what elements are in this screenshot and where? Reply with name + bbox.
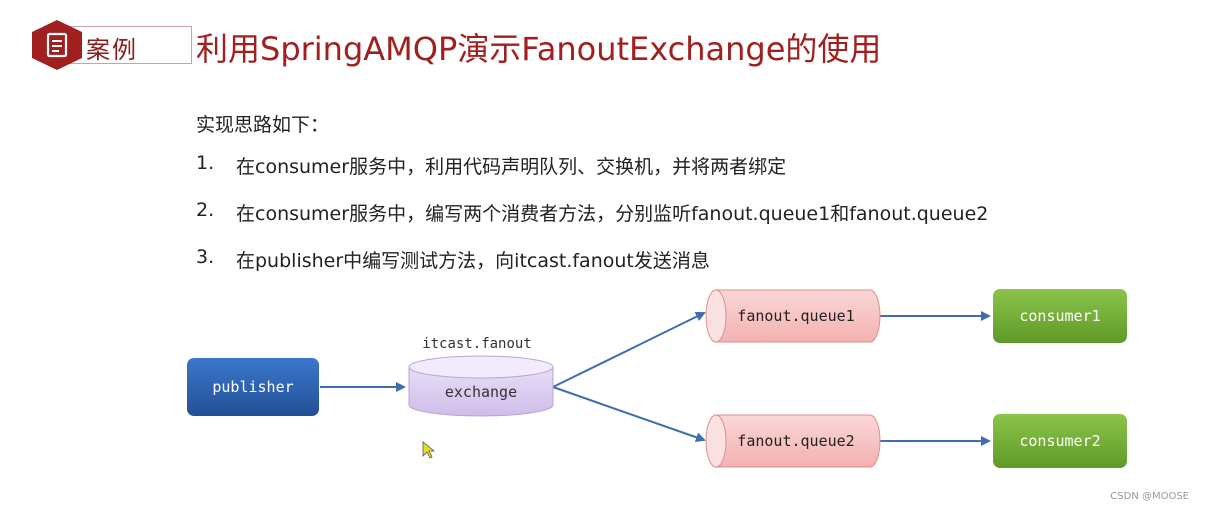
- step-number: 2.: [196, 199, 215, 221]
- page-title: 利用SpringAMQP演示FanoutExchange的使用: [196, 30, 882, 68]
- arrow-exchange-queue1: [552, 312, 706, 388]
- queue1-label: fanout.queue1: [737, 307, 854, 325]
- watermark: CSDN @MOOSE: [1110, 491, 1189, 502]
- step-text: 在consumer服务中，编写两个消费者方法，分别监听fanout.queue1…: [236, 203, 989, 225]
- exchange-label: exchange: [445, 383, 517, 401]
- step-number: 1.: [196, 152, 215, 174]
- intro-text: 实现思路如下：: [196, 114, 330, 136]
- badge-label: 案例: [86, 36, 138, 64]
- badge-frame: [62, 26, 192, 64]
- publisher-node: publisher: [187, 358, 319, 416]
- document-icon: [32, 20, 82, 70]
- queue1-node: fanout.queue1: [705, 289, 881, 343]
- publisher-label: publisher: [212, 378, 293, 396]
- consumer2-node: consumer2: [993, 414, 1127, 468]
- queue2-node: fanout.queue2: [705, 414, 881, 468]
- consumer2-label: consumer2: [1019, 432, 1100, 450]
- step-item: 2. 在consumer服务中，编写两个消费者方法，分别监听fanout.que…: [196, 199, 988, 246]
- step-text: 在consumer服务中，利用代码声明队列、交换机，并将两者绑定: [236, 156, 787, 178]
- consumer1-label: consumer1: [1019, 307, 1100, 325]
- step-item: 3. 在publisher中编写测试方法，向itcast.fanout发送消息: [196, 246, 988, 293]
- step-item: 1. 在consumer服务中，利用代码声明队列、交换机，并将两者绑定: [196, 152, 988, 199]
- step-text: 在publisher中编写测试方法，向itcast.fanout发送消息: [236, 250, 710, 272]
- arrow-exchange-queue2: [552, 386, 706, 443]
- steps-list: 1. 在consumer服务中，利用代码声明队列、交换机，并将两者绑定 2. 在…: [196, 152, 988, 293]
- exchange-name-label: itcast.fanout: [422, 336, 532, 352]
- section-badge: 案例: [28, 20, 192, 70]
- mouse-cursor-icon: [422, 441, 436, 459]
- exchange-node: exchange: [408, 355, 554, 417]
- consumer1-node: consumer1: [993, 289, 1127, 343]
- queue2-label: fanout.queue2: [737, 432, 854, 450]
- step-number: 3.: [196, 246, 215, 268]
